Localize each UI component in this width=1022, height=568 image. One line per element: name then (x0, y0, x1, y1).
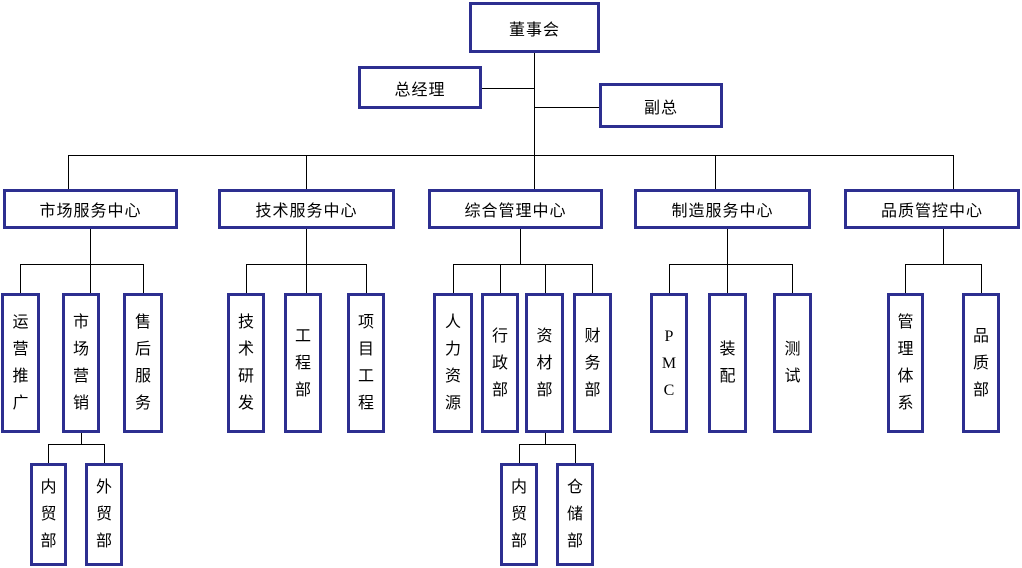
connector-line (81, 433, 82, 444)
connector-line (905, 264, 981, 265)
connector-line (366, 264, 367, 293)
dept-node-management-system: 管 理 体 系 (887, 293, 924, 433)
connector-line (306, 155, 307, 189)
dept-node-project-engineering: 项 目 工 程 (347, 293, 385, 433)
connector-line (534, 107, 599, 108)
connector-line (90, 229, 91, 264)
connector-line (306, 229, 307, 264)
dept-node-testing: 测 试 (773, 293, 812, 433)
connector-line (143, 264, 144, 293)
connector-line (669, 264, 793, 265)
connector-line (981, 264, 982, 293)
dept-node-marketing: 市 场 营 销 (62, 293, 100, 433)
connector-line (545, 264, 546, 293)
connector-line (575, 444, 576, 463)
connector-line (453, 264, 454, 293)
connector-line (306, 264, 307, 293)
dept-node-operations-promotion: 运 营 推 广 (1, 293, 40, 433)
center-node-tech-service: 技术服务中心 (218, 189, 395, 229)
sub-dept-node-foreign-trade: 外 贸 部 (85, 463, 123, 566)
dept-node-engineering: 工 程 部 (284, 293, 322, 433)
dept-node-materials: 资 材 部 (525, 293, 564, 433)
connector-line (482, 88, 534, 89)
board-of-directors-node: 董事会 (469, 2, 600, 53)
dept-node-pmc: P M C (650, 293, 688, 433)
connector-line (727, 229, 728, 264)
dept-node-assembly: 装 配 (708, 293, 747, 433)
connector-line (669, 264, 670, 293)
connector-line (246, 264, 247, 293)
connector-line (500, 264, 501, 293)
connector-line (727, 264, 728, 293)
center-node-general-admin: 综合管理中心 (428, 189, 603, 229)
connector-line (90, 264, 91, 293)
sub-dept-node-domestic-trade-materials: 内 贸 部 (500, 463, 538, 566)
connector-line (592, 264, 593, 293)
dept-node-after-sales: 售 后 服 务 (123, 293, 163, 433)
connector-line (792, 264, 793, 293)
connector-line (48, 444, 49, 463)
deputy-general-node: 副总 (599, 83, 723, 128)
connector-line (534, 52, 535, 156)
dept-node-admin: 行 政 部 (481, 293, 519, 433)
sub-dept-node-domestic-trade-marketing: 内 贸 部 (30, 463, 67, 566)
dept-node-quality: 品 质 部 (962, 293, 1000, 433)
connector-line (534, 155, 535, 189)
connector-line (68, 155, 954, 156)
center-node-manufacturing-service: 制造服务中心 (634, 189, 811, 229)
connector-line (905, 264, 906, 293)
connector-line (453, 264, 593, 265)
connector-line (715, 155, 716, 189)
connector-line (519, 444, 520, 463)
sub-dept-node-warehouse: 仓 储 部 (556, 463, 594, 566)
connector-line (519, 444, 575, 445)
dept-node-hr: 人 力 资 源 (433, 293, 473, 433)
general-manager-node: 总经理 (358, 66, 482, 109)
connector-line (104, 444, 105, 463)
connector-line (20, 264, 21, 293)
dept-node-finance: 财 务 部 (573, 293, 612, 433)
connector-line (20, 264, 144, 265)
connector-line (953, 155, 954, 189)
center-node-market-service: 市场服务中心 (3, 189, 178, 229)
connector-line (68, 155, 69, 189)
connector-line (943, 229, 944, 264)
connector-line (48, 444, 104, 445)
dept-node-tech-rd: 技 术 研 发 (227, 293, 265, 433)
connector-line (545, 433, 546, 444)
center-node-quality-control: 品质管控中心 (844, 189, 1020, 229)
connector-line (520, 229, 521, 264)
